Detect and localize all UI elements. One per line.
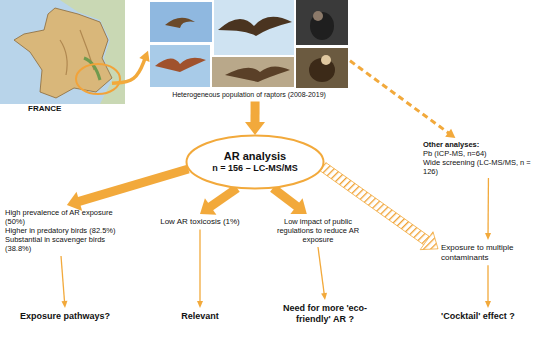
arrow-head	[61, 301, 67, 308]
node-text: Pb (ICP-MS, n=64)	[423, 149, 535, 158]
raptor-photos	[150, 0, 348, 88]
question-text: 'Cocktail' effect ?	[438, 308, 538, 325]
node-text: 'Cocktail' effect ?	[441, 311, 535, 322]
arrow-shaft	[350, 61, 449, 134]
analysis-text: Other analyses:Pb (ICP-MS, n=64)Wide scr…	[420, 138, 538, 178]
arrow-shaft	[206, 184, 239, 211]
analysis-ellipse: AR analysisn = 156 – LC-MS/MS	[185, 134, 325, 190]
arrow-head	[445, 129, 455, 138]
arrow-connector	[485, 265, 491, 308]
arrow-shaft	[487, 178, 489, 234]
arrow-connector	[318, 247, 327, 300]
node-text: Relevant	[163, 311, 237, 322]
photo-collage: Heterogeneous population of raptors (200…	[148, 0, 350, 101]
arrow-head	[420, 232, 438, 250]
arrow-head	[197, 301, 203, 308]
france-map	[0, 0, 125, 104]
arrow-connector	[485, 178, 491, 240]
finding-text: High prevalence of AR exposure (50%)High…	[2, 205, 120, 256]
arrow-connector	[270, 185, 307, 215]
arrow-connector	[245, 101, 265, 135]
node-text: Low AR toxicosis (1%)	[153, 217, 247, 227]
node-text: Wide screening (LC-MS/MS, n = 126)	[423, 158, 535, 176]
arrow-shaft	[487, 265, 488, 302]
arrow-shaft	[251, 101, 260, 124]
finding-text: Low impact of public regulations to redu…	[262, 214, 374, 247]
arrow-head	[321, 293, 327, 300]
question-text: Need for more 'eco-friendly' AR ?	[270, 300, 380, 328]
arrow-connector	[112, 51, 150, 84]
arrow-connector	[350, 61, 455, 138]
finding-text: Exposure to multiple contaminants	[438, 240, 538, 265]
finding-text: Low AR toxicosis (1%)	[150, 214, 250, 230]
ellipse-shape	[187, 136, 324, 189]
arrow-connector	[67, 165, 190, 211]
node-text: High prevalence of AR exposure (50%)	[5, 208, 117, 226]
arrow-head	[245, 122, 265, 135]
node-text: Exposure pathways?	[13, 311, 117, 322]
arrow-connector	[320, 163, 438, 250]
arrow-shaft	[112, 59, 145, 84]
node-text: Need for more 'eco-friendly' AR ?	[273, 303, 377, 325]
arrow-connector	[61, 256, 67, 308]
node-text: Other analyses:	[423, 140, 535, 149]
arrow-head	[139, 51, 149, 62]
arrow-shaft	[61, 256, 65, 302]
arrow-head	[485, 301, 491, 308]
arrow-shaft	[76, 165, 189, 206]
arrow-shaft	[318, 247, 324, 294]
arrow-head	[290, 198, 306, 214]
node-text: n = 156 – LC-MS/MS	[212, 163, 297, 174]
question-text: Relevant	[160, 308, 240, 325]
node-text: Low impact of public regulations to redu…	[265, 217, 371, 244]
node-text: FRANCE	[28, 104, 110, 114]
node-text: AR analysis	[224, 150, 286, 163]
node-text: Substantial in scavenger birds (38.8%)	[5, 235, 117, 253]
node-text: Higher in predatory birds (82.5%)	[5, 226, 117, 235]
node-text: Heterogeneous population of raptors (200…	[150, 91, 348, 99]
arrow-head	[200, 198, 216, 214]
question-text: Exposure pathways?	[10, 308, 120, 325]
map-figure: FRANCE	[0, 0, 112, 116]
node-text: Exposure to multiple contaminants	[441, 243, 535, 262]
arrow-connector	[197, 230, 203, 308]
arrow-connector	[200, 184, 240, 214]
arrow-head	[485, 233, 491, 240]
arrow-shaft	[199, 230, 200, 302]
